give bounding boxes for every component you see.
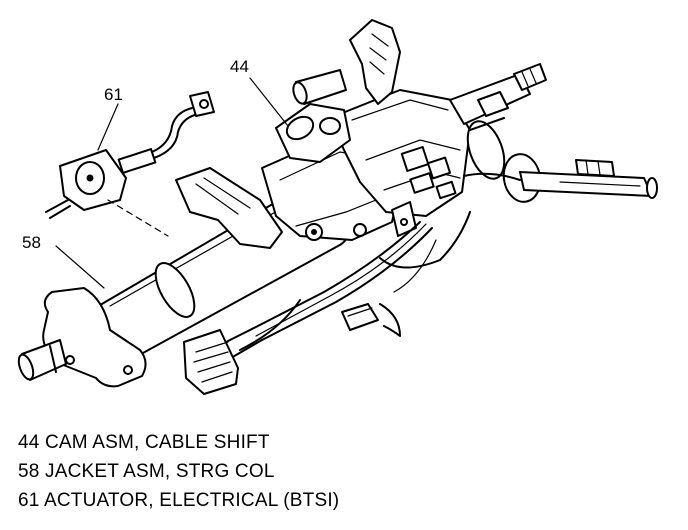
legend-item-58: 58 JACKET ASM, STRG COL bbox=[18, 461, 275, 482]
wiring-harness bbox=[183, 211, 471, 395]
cable-shift-cam bbox=[275, 19, 401, 163]
callout-44: 44 bbox=[230, 57, 249, 76]
callout-58: 58 bbox=[22, 233, 41, 252]
electrical-actuator bbox=[45, 91, 215, 237]
parts-legend: 44 CAM ASM, CABLE SHIFT 58 JACKET ASM, S… bbox=[18, 428, 339, 515]
steering-column-diagram: 44 61 58 bbox=[17, 19, 658, 395]
jacket-assembly bbox=[17, 167, 350, 388]
turn-signal-lever bbox=[463, 153, 658, 203]
upper-steering-shaft bbox=[449, 63, 547, 180]
legend-item-61: 61 ACTUATOR, ELECTRICAL (BTSI) bbox=[18, 490, 340, 511]
callout-61: 61 bbox=[104, 85, 123, 104]
upper-column-housing bbox=[261, 89, 471, 241]
leader-lines bbox=[55, 77, 289, 289]
legend-item-44: 44 CAM ASM, CABLE SHIFT bbox=[18, 432, 270, 453]
